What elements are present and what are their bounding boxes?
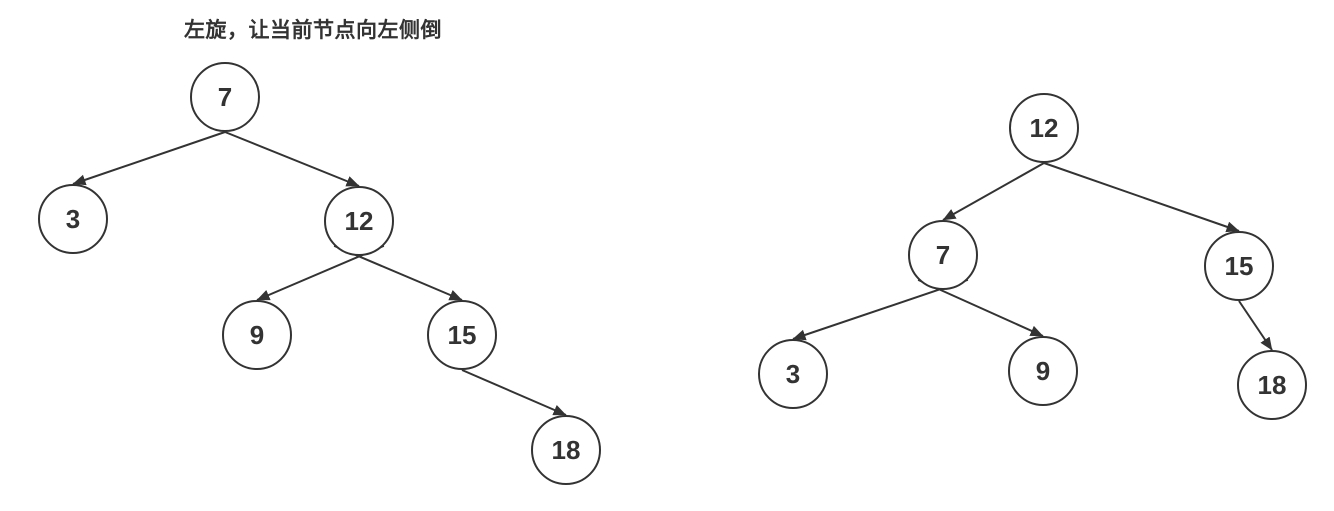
tree-node-15: 15 (1204, 231, 1274, 301)
tree-node-15: 15 (427, 300, 497, 370)
edge-12-to-15 (1043, 162, 1240, 233)
edge-15-to-18 (1238, 300, 1273, 351)
binary-tree-before-left-rotation-edges (72, 131, 567, 416)
tree-node-18: 18 (531, 415, 601, 485)
binary-tree-after-left-rotation-edges (792, 162, 1273, 351)
tree-node-12: 12 (1009, 93, 1079, 163)
tree-node-18: 18 (1237, 350, 1307, 420)
tree-node-9: 9 (1008, 336, 1078, 406)
diagram-title: 左旋，让当前节点向左侧倒 (184, 19, 442, 42)
tree-node-3: 3 (38, 184, 108, 254)
tree-node-9: 9 (222, 300, 292, 370)
edge-12-to-7 (942, 162, 1045, 221)
tree-node-3: 3 (758, 339, 828, 409)
edge-7-to-3 (72, 131, 226, 186)
tree-node-12: 12 (324, 186, 394, 256)
tree-node-7: 7 (908, 220, 978, 290)
edge-15-to-18 (461, 369, 567, 416)
tree-node-7: 7 (190, 62, 260, 132)
edge-7-to-12 (224, 131, 360, 187)
